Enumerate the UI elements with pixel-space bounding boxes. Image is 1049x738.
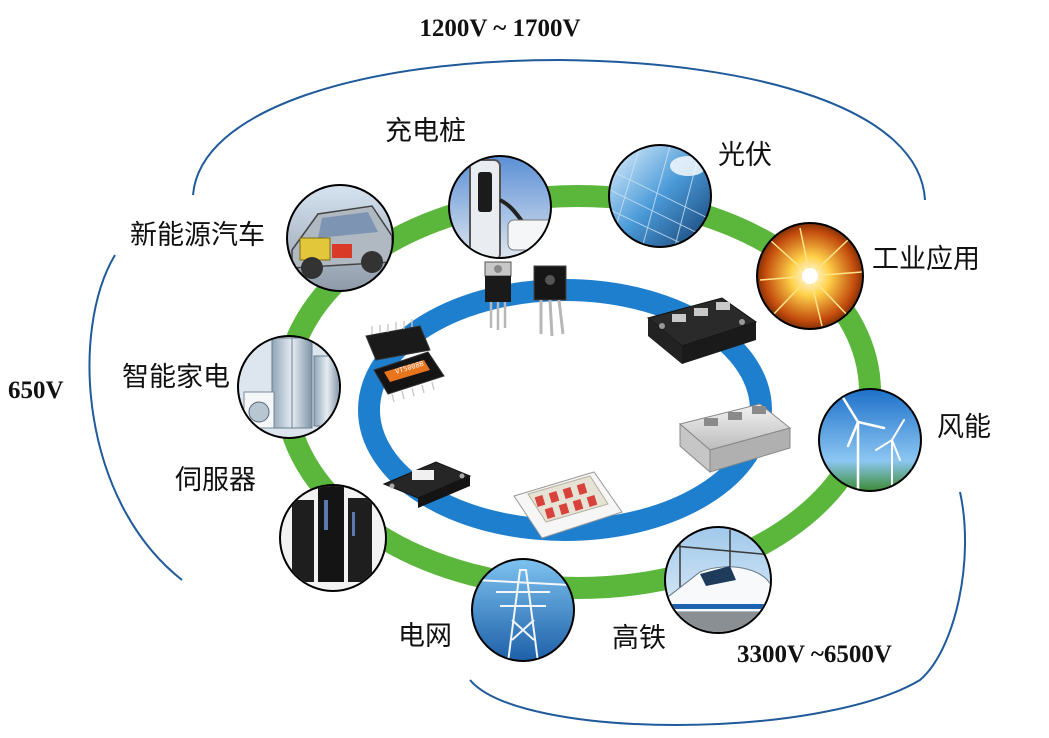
welding-sparks-icon [756,222,864,330]
label-grid: 电网 [398,621,452,652]
voltage-range-top: 1200V ~ 1700V [419,15,580,42]
discrete-to247-icon [533,265,567,337]
label-rail: 高铁 [612,623,666,654]
half-bridge-module-icon [646,297,758,364]
voltage-range-bottom-right: 3300V ~6500V [737,641,892,668]
label-appliance: 智能家电 [122,362,230,393]
ipm-module-orange-icon: VT5008B [373,351,445,403]
high-speed-train-icon [664,526,772,634]
power-tower-icon [471,558,575,662]
label-servo: 伺服器 [175,465,256,496]
charging-station-icon [448,155,552,259]
bracket-bottom-right [469,491,966,726]
label-pv: 光伏 [718,140,772,171]
voltage-range-left: 650V [8,377,64,404]
solar-panel-icon [608,144,712,248]
label-industrial: 工业应用 [872,244,980,275]
electric-car-icon [286,184,394,292]
label-wind: 风能 [937,412,991,443]
econo-module-icon [382,461,472,508]
pim-module-icon [513,471,623,539]
bracket-left [88,254,183,581]
label-charger: 充电桩 [385,116,466,147]
bracket-top [192,58,926,201]
ipm-module-icon [365,319,431,361]
wind-turbine-icon [818,388,922,492]
home-appliances-icon [237,335,341,439]
62mm-module-icon [678,403,792,474]
servo-cabinet-icon [279,484,387,592]
discrete-to220-icon [484,261,512,330]
label-ev: 新能源汽车 [130,220,265,251]
